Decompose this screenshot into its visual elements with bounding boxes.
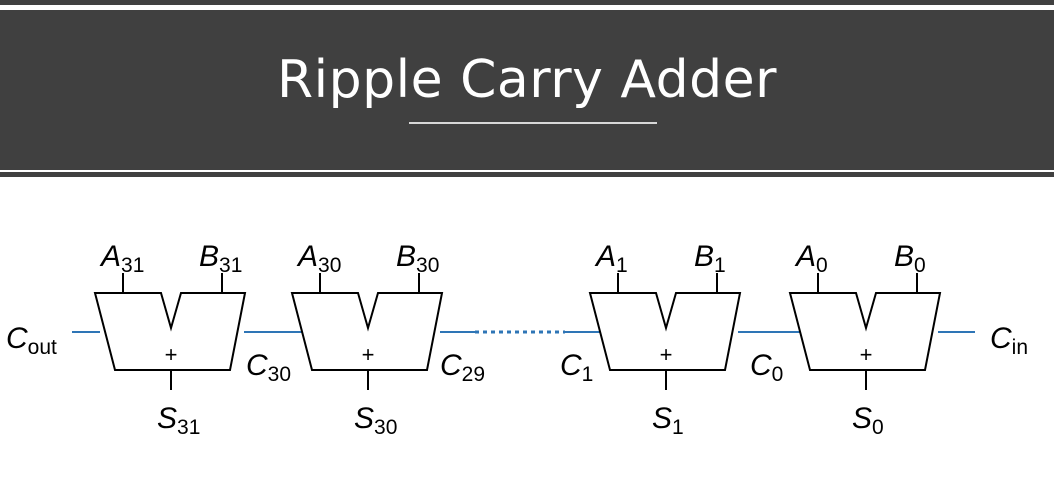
title-band: Ripple Carry Adder: [0, 10, 1054, 170]
carry-label-c1: C1: [560, 349, 593, 386]
carry-label-cout: Cout: [6, 322, 57, 359]
sum-output-label: S31: [157, 402, 200, 439]
input-a-label: A0: [794, 240, 828, 277]
sum-output-label: S30: [354, 402, 397, 439]
input-a-label: A30: [296, 240, 341, 277]
bottom-rule: [0, 172, 1054, 177]
adder-shape: [788, 292, 942, 371]
carry-label-c29: C29: [440, 349, 485, 386]
input-b-label: B0: [894, 240, 926, 277]
carry-label-c0: C0: [750, 349, 783, 386]
sum-output-label: S1: [652, 402, 684, 439]
slide-title: Ripple Carry Adder: [277, 50, 777, 110]
input-a-label: A1: [594, 240, 628, 277]
adder-shape: [290, 292, 444, 371]
input-a-label: A31: [99, 240, 144, 277]
input-b-label: B31: [199, 240, 242, 277]
input-b-label: B30: [396, 240, 439, 277]
adder-operator: +: [362, 342, 375, 367]
carry-label-cin: Cin: [990, 322, 1028, 359]
input-b-label: B1: [694, 240, 726, 277]
adder-operator: +: [860, 342, 873, 367]
adder-shape: [588, 292, 742, 371]
sum-output-label: S0: [852, 402, 884, 439]
title-underline: [409, 122, 657, 124]
adder-shape: [93, 292, 247, 371]
adder-operator: +: [660, 342, 673, 367]
top-rule: [0, 0, 1054, 5]
carry-label-c30: C30: [246, 349, 291, 386]
adder-operator: +: [165, 342, 178, 367]
